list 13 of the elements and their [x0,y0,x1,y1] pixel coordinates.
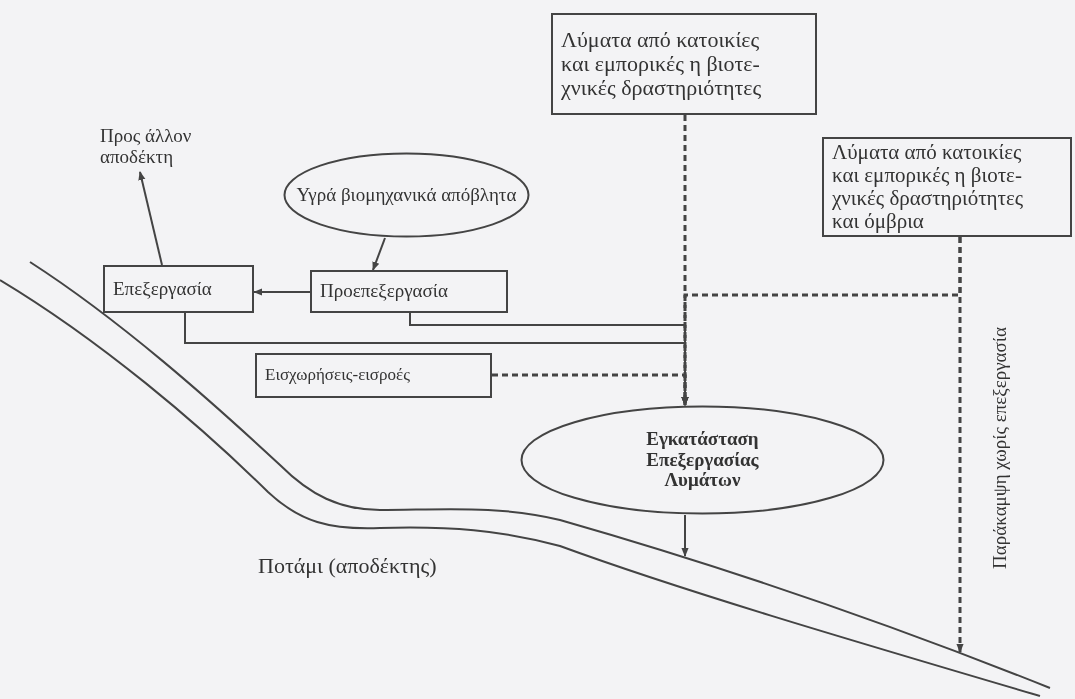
destination-text: Προς άλλον αποδέκτη [100,122,230,172]
process-box: Προεπεξεργασία [310,270,508,313]
arrow [681,514,689,557]
source-box: Λύματα από κατοικίες και εμπορικές η βιοτε- χνικές δραστηριότητες και όμβρια [822,137,1072,237]
source-box: Λύματα από κατοικίες και εμπορικές η βιοτε- χνικές δραστηριότητες [551,13,817,115]
source-box: Εισχωρήσεις-εισροές [255,353,492,398]
dashed-arrow [956,237,964,653]
treatment-plant-ellipse: Εγκατάσταση Επεξεργασίας Λυμάτων [520,405,885,515]
arrow [138,171,163,266]
source-ellipse: Υγρά βιομηχανικά απόβλητα [283,152,530,238]
arrow [372,237,386,271]
arrow [253,288,311,296]
process-box: Επεξεργασία [103,265,254,313]
